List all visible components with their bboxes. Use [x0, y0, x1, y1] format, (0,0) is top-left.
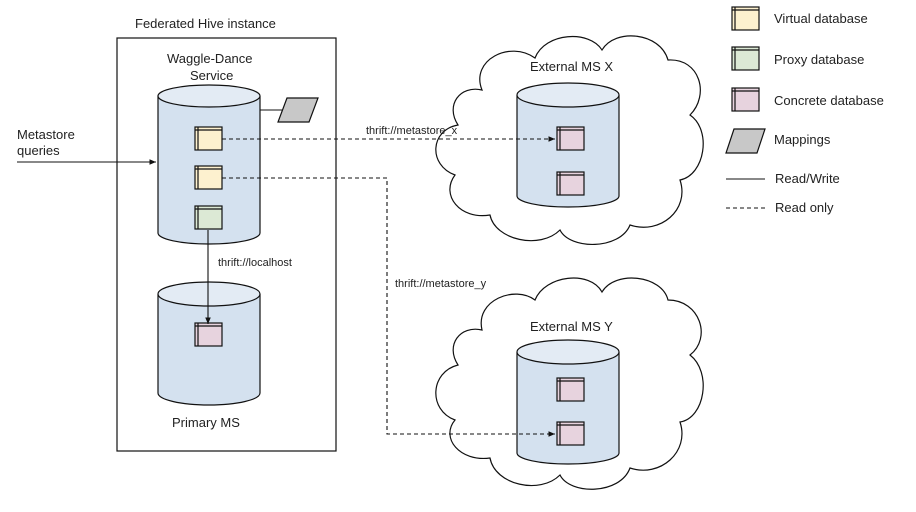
legend-label-mappings: Mappings	[774, 132, 831, 147]
waggle-dance-label-line2: Service	[190, 68, 233, 83]
external-ms-y-cylinder[interactable]	[516, 339, 620, 465]
legend-label-read-only: Read only	[775, 200, 834, 215]
external-ms-x-cylinder[interactable]	[516, 82, 620, 208]
waggle-dance-label-line1: Waggle-Dance	[167, 51, 253, 66]
external-ms-x-concrete-database-2[interactable]	[556, 171, 585, 196]
federated-box-title: Federated Hive instance	[135, 16, 276, 31]
metastore-queries-line1: Metastore	[17, 127, 75, 142]
edge-localhost-label: thrift://localhost	[218, 257, 292, 269]
legend-mappings-icon	[725, 128, 766, 154]
external-ms-x-label: External MS X	[530, 59, 613, 74]
waggle-dance-virtual-database-2[interactable]	[194, 165, 223, 190]
edge-metastore-x-label: thrift://metastore_x	[366, 125, 458, 137]
mappings-icon[interactable]	[277, 97, 319, 123]
external-ms-y-concrete-database-2[interactable]	[556, 421, 585, 446]
edge-metastore-y-label: thrift://metastore_y	[395, 278, 487, 290]
metastore-queries-line2: queries	[17, 143, 60, 158]
legend-label-virtual: Virtual database	[774, 11, 868, 26]
legend-concrete-database-icon[interactable]	[731, 87, 760, 112]
legend-label-concrete: Concrete database	[774, 93, 884, 108]
database-glyphs	[194, 126, 585, 446]
primary-ms-label: Primary MS	[172, 415, 240, 430]
federated-hive-box	[116, 37, 337, 452]
legend-proxy-database-icon[interactable]	[731, 46, 760, 71]
waggle-dance-virtual-database-1[interactable]	[194, 126, 223, 151]
primary-ms-cylinder[interactable]	[157, 281, 261, 406]
external-ms-x-concrete-database-1[interactable]	[556, 126, 585, 151]
legend: Virtual database Proxy database Concrete…	[725, 6, 884, 215]
external-ms-y-label: External MS Y	[530, 319, 613, 334]
primary-ms-concrete-database-1[interactable]	[194, 322, 223, 347]
edge-metastore-y	[222, 177, 555, 437]
external-ms-y-concrete-database-1[interactable]	[556, 377, 585, 402]
legend-label-read-write: Read/Write	[775, 171, 840, 186]
waggle-dance-proxy-database-3[interactable]	[194, 205, 223, 230]
legend-label-proxy: Proxy database	[774, 52, 864, 67]
legend-virtual-database-icon[interactable]	[731, 6, 760, 31]
